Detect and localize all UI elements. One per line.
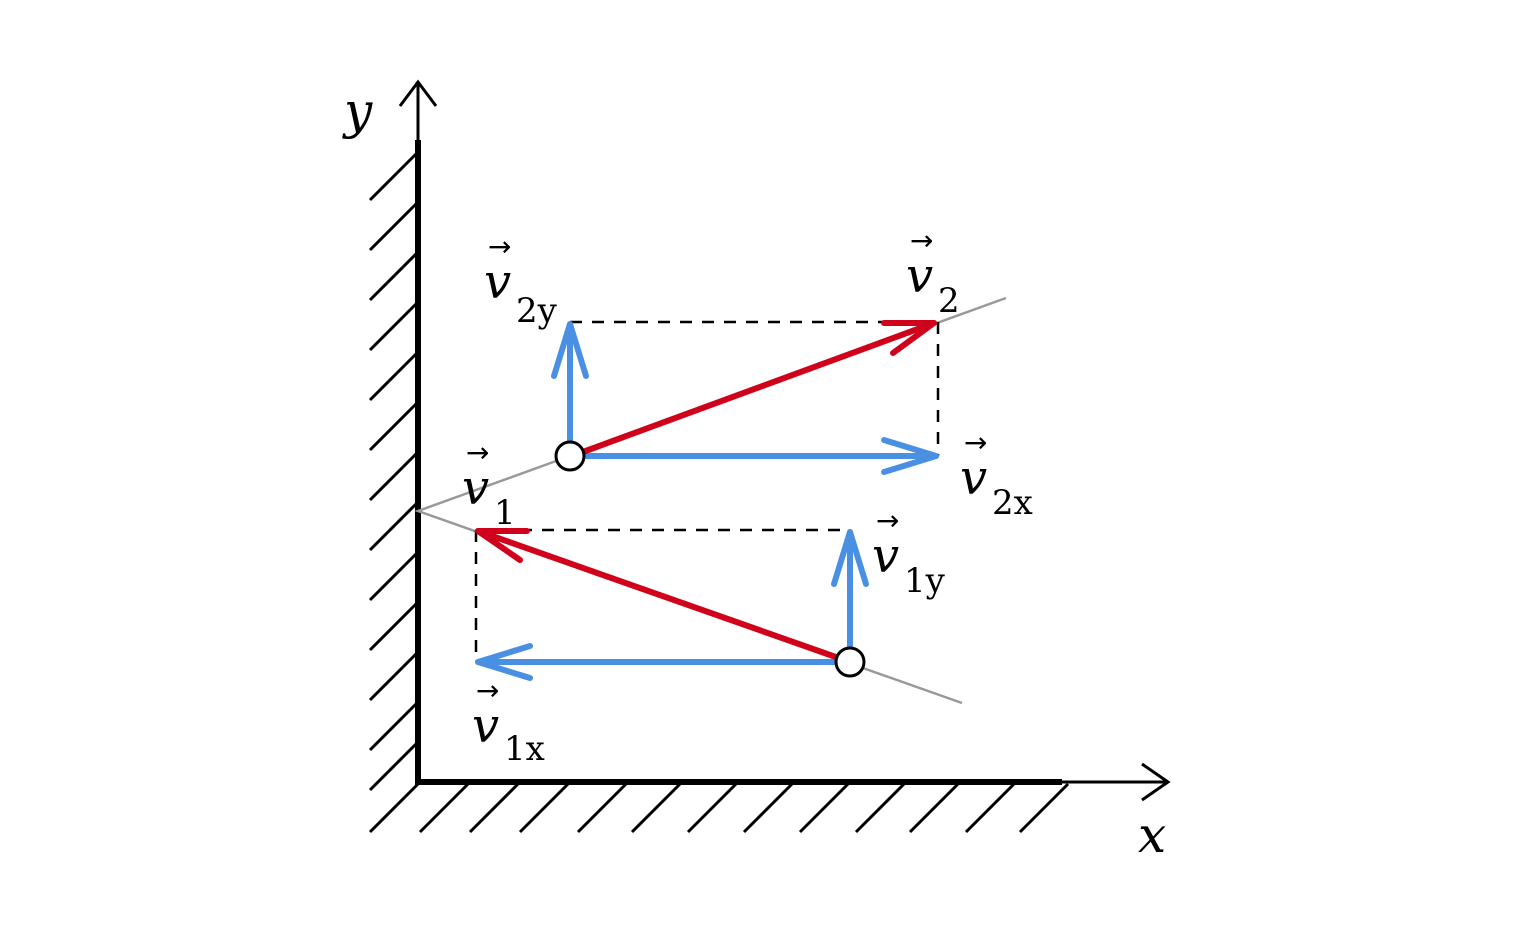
- vector-v1-arrow: [475, 528, 853, 665]
- label-v2: → v 2: [906, 224, 960, 321]
- svg-text:1: 1: [494, 493, 516, 533]
- component-vectors: [475, 321, 939, 681]
- svg-text:2x: 2x: [992, 483, 1033, 523]
- y-axis-label: y: [342, 82, 373, 140]
- vector-v2x-arrow: [569, 437, 939, 475]
- x-axis: [1060, 762, 1171, 802]
- svg-text:v: v: [960, 450, 987, 506]
- label-v1x: → v 1x: [472, 674, 545, 769]
- label-v2x: → v 2x: [960, 426, 1033, 523]
- v-arrow-glyph: →: [488, 230, 511, 263]
- vector-v1y-arrow: [831, 529, 869, 665]
- vector-v2y-arrow: [551, 321, 589, 459]
- wall-hatching-horizontal: [368, 782, 1070, 834]
- v-arrow-glyph: →: [910, 224, 933, 257]
- v-arrow-glyph: →: [466, 436, 489, 469]
- y-axis-arrowhead: [398, 79, 438, 107]
- svg-text:v: v: [472, 698, 499, 754]
- label-v1y: → v 1y: [872, 504, 946, 601]
- x-axis-label: x: [1138, 806, 1166, 864]
- label-v2y: → v 2y: [484, 230, 558, 331]
- svg-text:v: v: [906, 248, 933, 304]
- y-axis: [398, 79, 438, 140]
- svg-text:v: v: [872, 528, 899, 584]
- svg-text:v: v: [484, 254, 511, 310]
- dashed-guides: [474, 320, 940, 662]
- svg-text:2: 2: [938, 281, 960, 321]
- v-arrow-glyph: →: [476, 674, 499, 707]
- svg-text:1x: 1x: [504, 729, 545, 769]
- wall-hatching-vertical: [368, 150, 420, 792]
- velocity-vectors: [475, 320, 937, 665]
- svg-text:v: v: [462, 460, 489, 516]
- ball-after-collision: [554, 440, 586, 472]
- vector-v2-arrow: [569, 320, 937, 459]
- svg-text:2y: 2y: [516, 291, 558, 331]
- label-v1: → v 1: [462, 436, 516, 533]
- svg-text:1y: 1y: [904, 561, 946, 601]
- v-arrow-glyph: →: [964, 426, 987, 459]
- x-axis-arrowhead: [1141, 762, 1171, 802]
- ball-before-collision: [834, 646, 866, 678]
- vector-v1x-arrow: [475, 643, 853, 681]
- v-arrow-glyph: →: [876, 504, 899, 537]
